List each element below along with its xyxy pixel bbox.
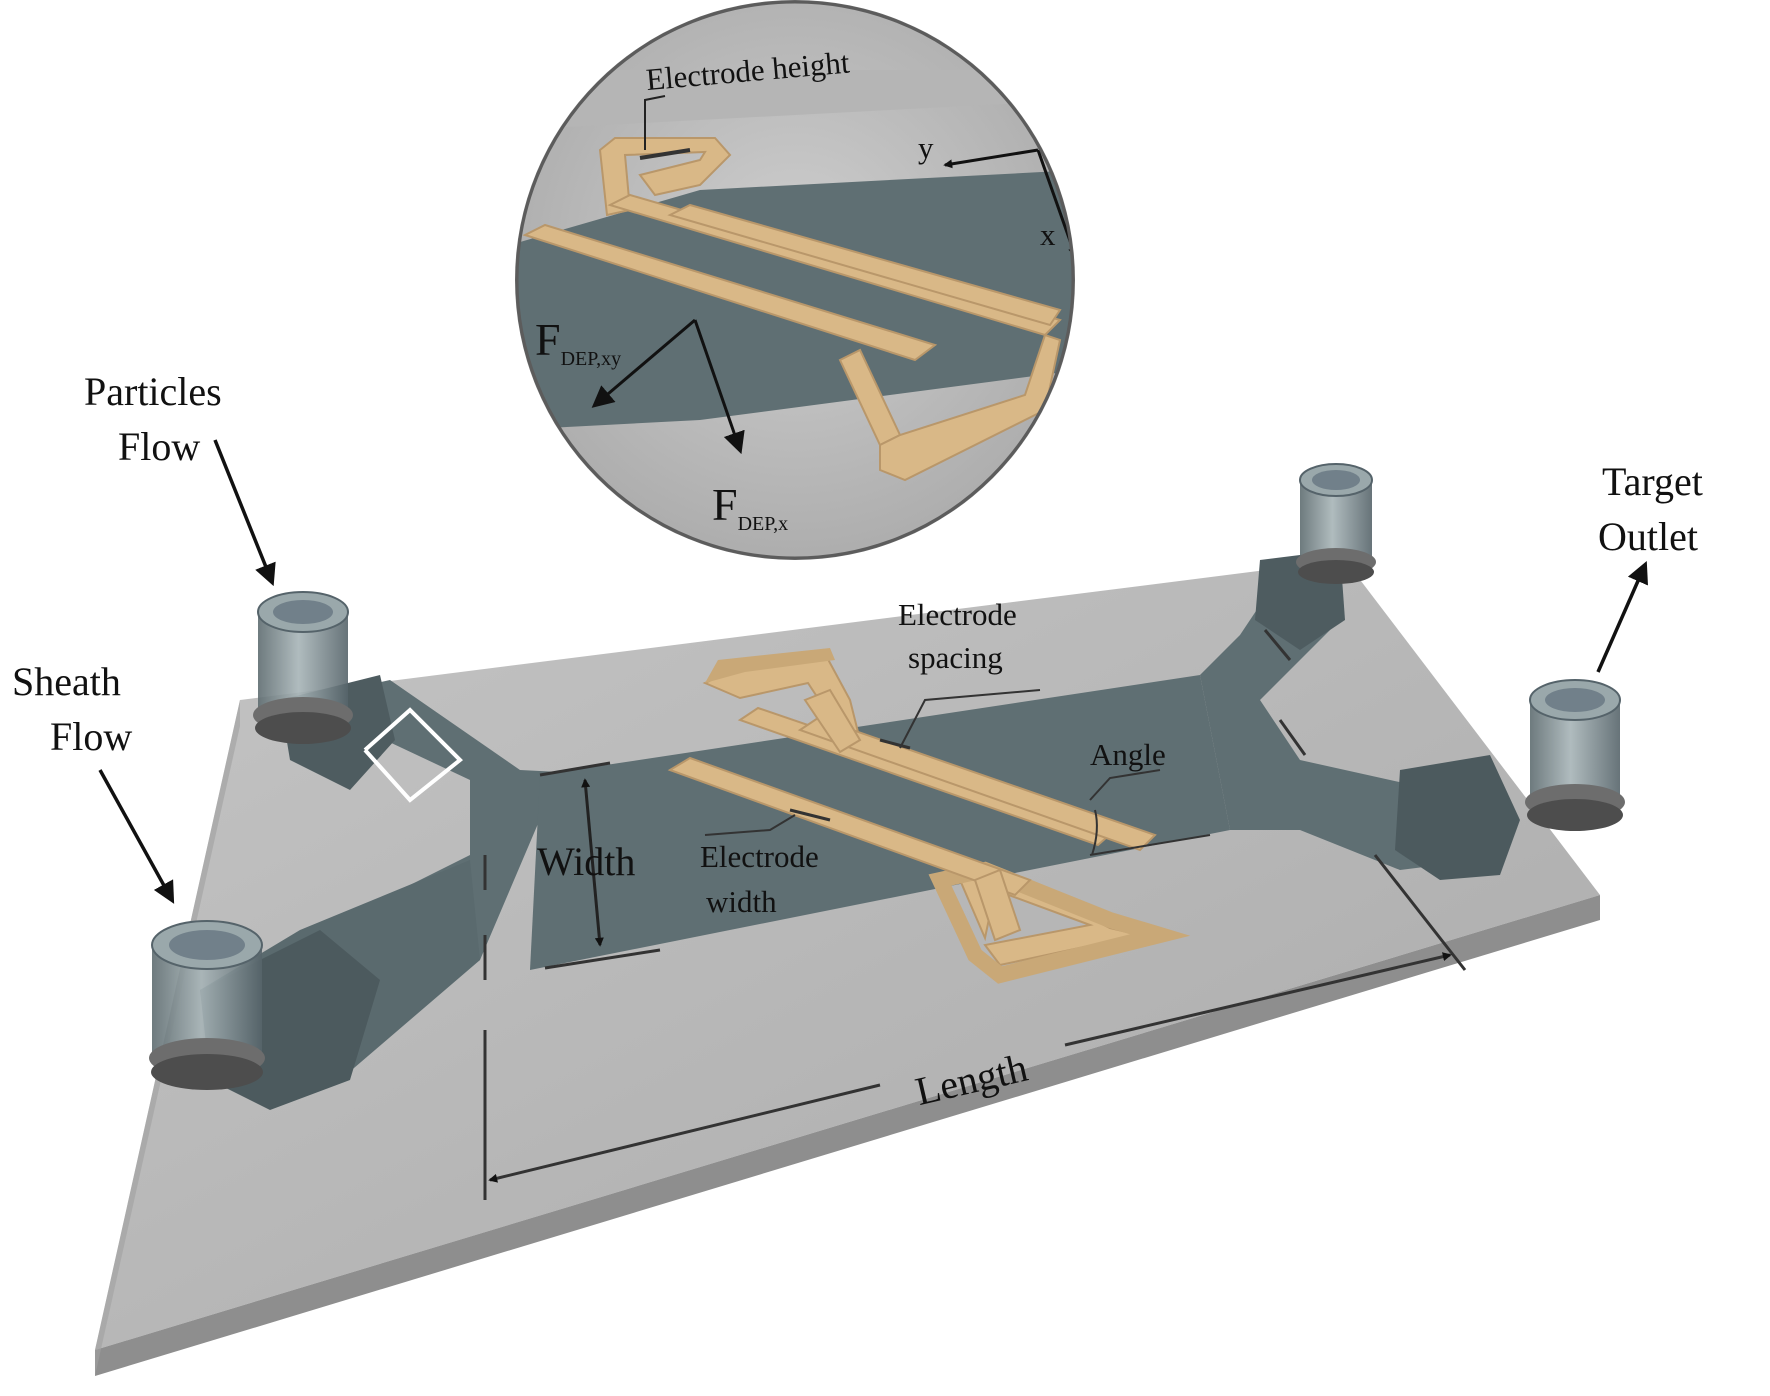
sheath-flow-arrow xyxy=(98,769,175,904)
port-tube-waste xyxy=(1296,463,1376,584)
label-target-outlet-line1: Target xyxy=(1602,459,1703,504)
label-fdep-xy: FDEP,xy xyxy=(535,314,621,370)
label-target-outlet-line2: Outlet xyxy=(1598,514,1698,559)
label-particles-flow-line2: Flow xyxy=(118,424,200,469)
label-fdep-x: FDEP,x xyxy=(712,479,788,535)
inset-electrodes xyxy=(522,137,1062,482)
label-axis-y: y xyxy=(918,130,934,165)
electrode-array xyxy=(667,648,1191,984)
label-sheath-flow-line1: Sheath xyxy=(12,659,121,704)
port-tube-sheath xyxy=(149,920,265,1090)
label-electrode-width-line1: Electrode xyxy=(700,839,819,874)
target-outlet-arrow xyxy=(1596,560,1648,673)
label-angle: Angle xyxy=(1090,737,1166,772)
label-electrode-spacing-line1: Electrode xyxy=(898,597,1017,632)
label-particles-flow-line1: Particles xyxy=(84,369,222,414)
inset-channel xyxy=(517,170,1073,430)
port-tube-particles xyxy=(253,591,353,744)
dimension-angle xyxy=(1089,769,1211,856)
dimension-length xyxy=(483,854,1467,1200)
label-axis-x: x xyxy=(1040,217,1056,252)
dimension-width xyxy=(581,778,604,947)
inset-dep-force-arrows xyxy=(591,318,745,455)
inset-electrode-height-marker xyxy=(639,95,691,160)
label-electrode-width-line2: width xyxy=(706,884,777,919)
channel-edge-marks xyxy=(483,629,1307,980)
dimension-electrode-spacing xyxy=(879,689,1041,750)
particles-flow-arrow xyxy=(213,439,276,587)
label-electrode-spacing-line2: spacing xyxy=(908,640,1003,675)
label-sheath-flow-line2: Flow xyxy=(50,714,132,759)
label-width: Width xyxy=(537,839,635,884)
inlet-highlight-outline xyxy=(363,707,463,803)
port-tube-target xyxy=(1525,679,1625,831)
outlet-port-base-target xyxy=(1395,755,1520,880)
inset-zoom xyxy=(515,0,1075,560)
dimension-electrode-width xyxy=(704,808,831,836)
